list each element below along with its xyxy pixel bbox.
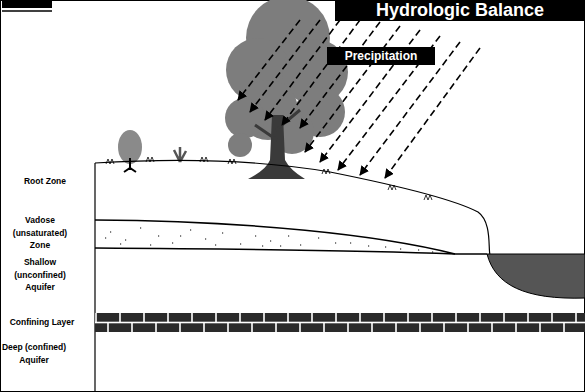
label-box: Precipitation bbox=[327, 47, 435, 65]
section-edge bbox=[94, 163, 95, 392]
water-table bbox=[95, 248, 487, 254]
rain-arrows bbox=[238, 20, 480, 178]
corner-tab bbox=[2, 0, 52, 8]
shrub bbox=[174, 147, 186, 162]
vadose-stipple bbox=[105, 228, 433, 252]
confining-layer-band bbox=[95, 313, 585, 332]
tree bbox=[225, 0, 348, 179]
corner-rule bbox=[2, 10, 52, 12]
layer-label: Vadose (unsaturated) Zone bbox=[4, 214, 76, 252]
layer-label: Confining Layer bbox=[0, 316, 84, 329]
surface-water bbox=[487, 254, 585, 298]
grass bbox=[106, 157, 432, 200]
ground-surface bbox=[95, 160, 490, 255]
layer-label: Root Zone bbox=[5, 175, 85, 188]
box-label: Precipitation bbox=[345, 49, 418, 63]
layer-label: Shallow (unconfined) Aquifer bbox=[4, 256, 76, 294]
layer-label: Deep (confined) Aquifer bbox=[0, 341, 68, 366]
title-banner: Hydrologic Balance bbox=[335, 0, 585, 21]
small-tree bbox=[118, 130, 142, 172]
